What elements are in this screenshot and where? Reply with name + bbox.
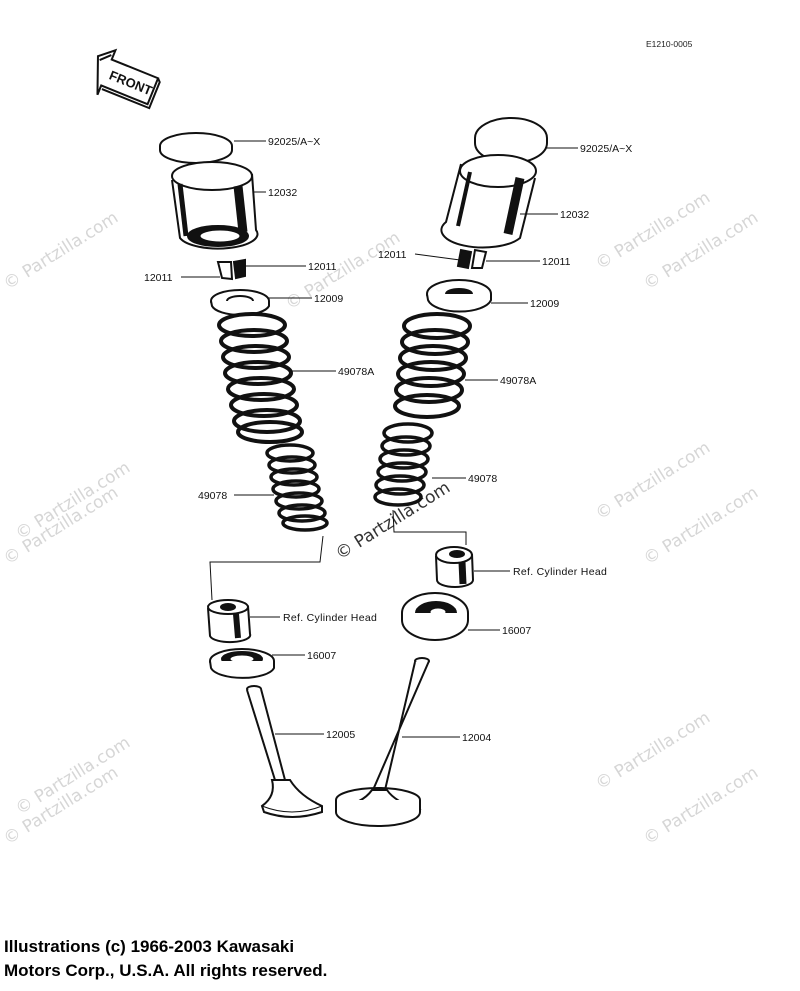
label-left-oil-seal: 16007 bbox=[307, 650, 336, 662]
label-right-keeper-right: 12011 bbox=[542, 256, 571, 268]
watermark: © Partzilla.com bbox=[592, 708, 714, 794]
right-inner-spring bbox=[373, 422, 434, 507]
right-oil-seal bbox=[401, 592, 469, 641]
label-right-keeper-left: 12011 bbox=[378, 249, 407, 261]
watermark: © Partzilla.com bbox=[640, 483, 762, 569]
diagram-code: E1210-0005 bbox=[646, 39, 693, 49]
left-valve-guide bbox=[207, 599, 252, 644]
left-oil-seal bbox=[209, 648, 275, 679]
left-valve bbox=[246, 685, 323, 818]
label-left-inner-spring: 49078 bbox=[198, 490, 227, 502]
copyright-line-1: Illustrations (c) 1966-2003 Kawasaki bbox=[4, 937, 295, 956]
left-outer-spring bbox=[217, 312, 304, 444]
label-left-outer-spring: 49078A bbox=[338, 366, 374, 378]
label-right-guide: Ref. Cylinder Head bbox=[513, 566, 607, 578]
copyright-line-2: Motors Corp., U.S.A. All rights reserved… bbox=[4, 961, 328, 980]
leader-lines bbox=[181, 140, 578, 738]
label-right-outer-spring: 49078A bbox=[500, 375, 536, 387]
front-arrow-icon: FRONT bbox=[96, 48, 161, 110]
label-right-retainer: 12009 bbox=[530, 298, 559, 310]
right-valve bbox=[335, 657, 430, 827]
left-inner-spring bbox=[265, 443, 329, 532]
watermark: © Partzilla.com bbox=[0, 208, 122, 294]
label-right-tappet: 12032 bbox=[560, 209, 589, 221]
label-right-shim: 92025/A~X bbox=[580, 143, 632, 155]
label-right-valve: 12004 bbox=[462, 732, 491, 744]
right-tappet bbox=[440, 154, 537, 249]
label-left-keeper-left: 12011 bbox=[144, 272, 173, 284]
part-labels: 92025/A~X 12032 12011 12011 12009 49078A… bbox=[144, 136, 632, 744]
right-valve-assembly bbox=[335, 117, 548, 827]
left-valve-keepers bbox=[216, 258, 246, 281]
watermarks: © Partzilla.com © Partzilla.com © Partzi… bbox=[0, 188, 762, 849]
label-left-valve: 12005 bbox=[326, 729, 355, 741]
label-left-guide: Ref. Cylinder Head bbox=[283, 612, 377, 624]
right-valve-guide bbox=[435, 546, 475, 588]
watermark: © Partzilla.com bbox=[640, 763, 762, 849]
label-left-keeper-right: 12011 bbox=[308, 261, 337, 273]
right-spring-retainer bbox=[426, 279, 492, 313]
copyright-notice: Illustrations (c) 1966-2003 Kawasaki Mot… bbox=[4, 935, 327, 983]
left-spring-retainer bbox=[210, 289, 270, 316]
label-right-inner-spring: 49078 bbox=[468, 473, 497, 485]
label-left-tappet: 12032 bbox=[268, 187, 297, 199]
label-left-shim: 92025/A~X bbox=[268, 136, 320, 148]
watermark: © Partzilla.com bbox=[592, 438, 714, 524]
right-outer-spring bbox=[393, 312, 472, 419]
left-shim bbox=[159, 132, 233, 164]
label-left-retainer: 12009 bbox=[314, 293, 343, 305]
right-valve-keepers bbox=[456, 248, 488, 270]
label-right-oil-seal: 16007 bbox=[502, 625, 531, 637]
left-tappet bbox=[171, 161, 259, 250]
left-valve-assembly bbox=[159, 132, 329, 818]
